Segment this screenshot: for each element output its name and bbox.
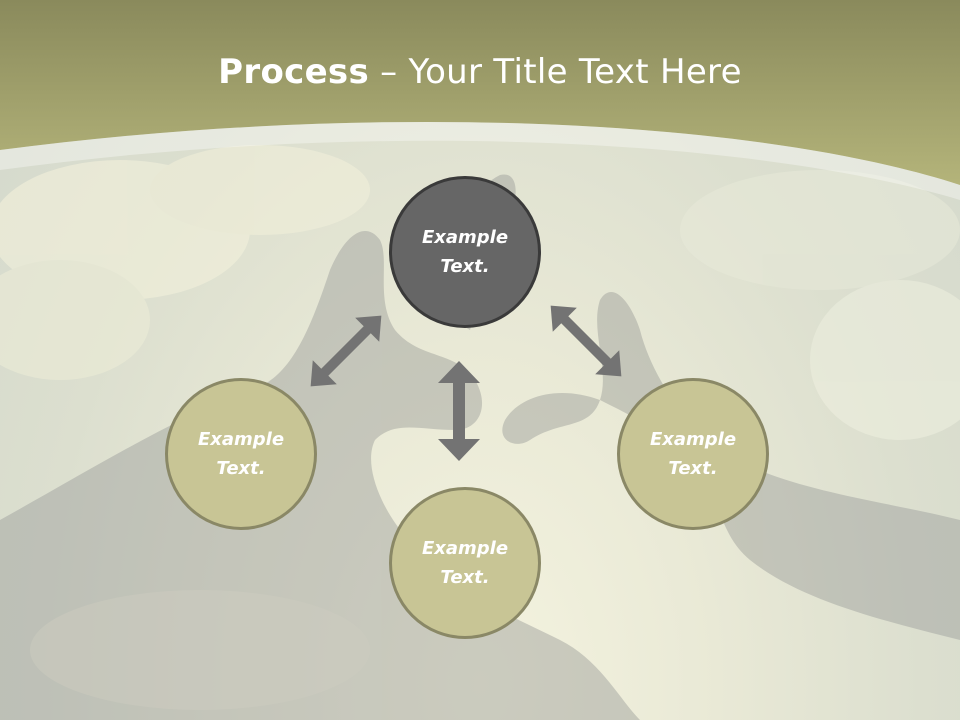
header-band <box>0 0 960 185</box>
clouds <box>0 145 960 710</box>
node-left-label: Example Text. <box>197 429 285 479</box>
process-node-bottom[interactable]: Example Text. <box>389 487 541 639</box>
header-highlight <box>0 121 960 200</box>
slide-title: Process – Your Title Text Here <box>0 52 960 92</box>
title-rest: – Your Title Text Here <box>369 52 742 92</box>
process-node-top[interactable]: Example Text. <box>389 176 541 328</box>
arrow-top-left <box>310 315 382 387</box>
node-right-label: Example Text. <box>649 429 737 479</box>
node-top-label: Example Text. <box>421 227 509 277</box>
process-node-right[interactable]: Example Text. <box>617 378 769 530</box>
arrow-vertical <box>438 361 480 461</box>
node-bottom-label: Example Text. <box>421 538 509 588</box>
arrow-top-right <box>550 305 622 377</box>
title-bold: Process <box>218 52 370 92</box>
process-node-left[interactable]: Example Text. <box>165 378 317 530</box>
